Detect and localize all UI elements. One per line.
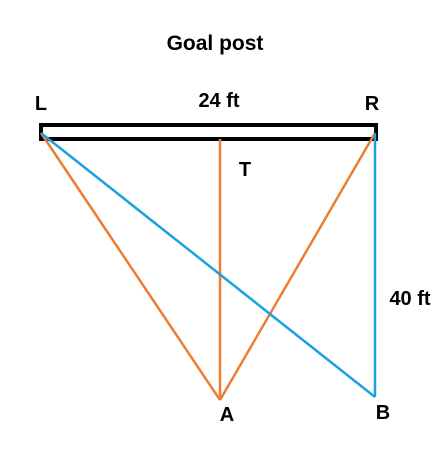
point-label-b: B	[376, 402, 390, 424]
diagram-title: Goal post	[167, 32, 264, 55]
goal-post	[39, 123, 378, 141]
point-label-l: L	[35, 93, 47, 115]
point-label-a: A	[220, 404, 234, 426]
crossbar	[39, 123, 378, 141]
line-l-a	[39, 132, 222, 401]
distance-rb-label: 40 ft	[389, 288, 430, 310]
post-width-label: 24 ft	[198, 90, 239, 112]
point-label-r: R	[365, 93, 380, 115]
line-r-a	[218, 132, 377, 401]
line-l-b	[40, 132, 376, 398]
point-label-t: T	[239, 159, 251, 181]
